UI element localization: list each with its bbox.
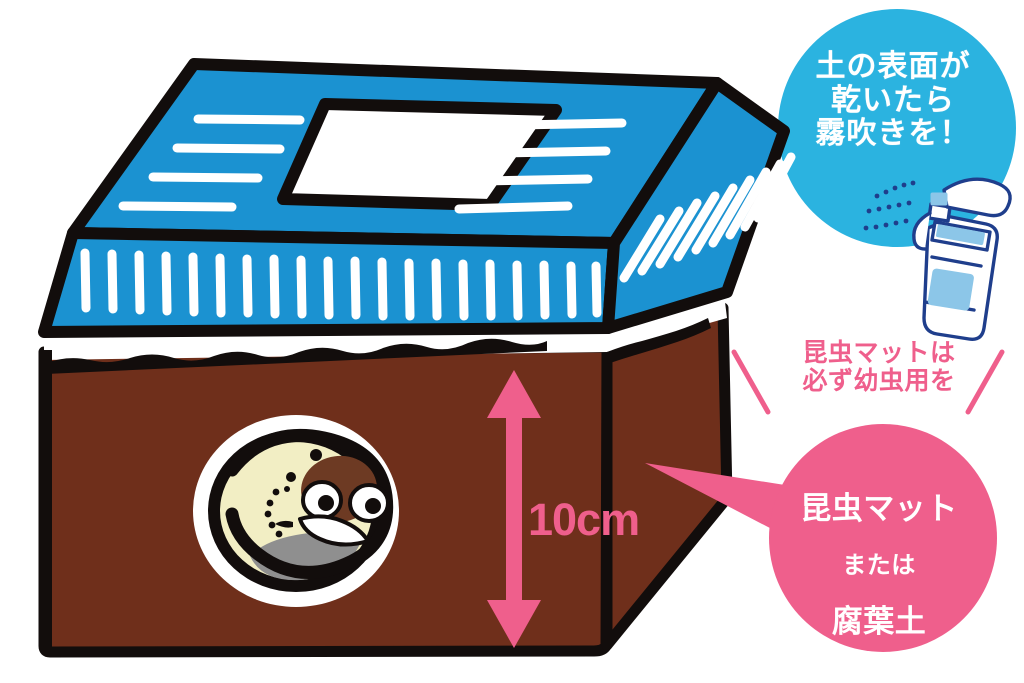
blue-callout-text: 土の表面が 乾いたら 霧吹きを！ [815,49,971,152]
soil-depth-arrow [487,370,541,648]
lid-front-vents [80,248,602,321]
lid-top-vents-left [118,114,305,212]
soil-surface-line-right [607,318,711,364]
pink-callout-line1: 昆虫マット [800,490,958,527]
lid-top-vents-right [454,118,627,214]
pink-lead-text: 昆虫マットは 必ず幼虫用を [802,338,956,395]
spray-mist-icon [863,180,916,231]
pink-callout-line3: 腐葉土 [831,603,927,640]
pink-callout-circle [769,424,997,652]
pink-callout-text: 昆虫マット または 腐葉土 [760,466,998,665]
pink-lead-slashes [731,349,1005,415]
viewing-window [193,415,399,607]
larva-pupil-left [318,495,334,511]
larva-mandible [275,520,293,528]
spray-bottle-accents [927,192,985,311]
larva-mouth [298,514,370,547]
pink-callout-line2: または [842,551,916,580]
soil-depth-label: 10cm [528,494,640,545]
soil-surface-line [46,338,547,374]
larva-crumbs [264,449,322,538]
larva-pupil-right [365,498,381,514]
case-left-edge [40,350,52,650]
ventilated-lid [38,58,796,338]
lid-right-vents [619,152,796,283]
larva-body-outline [225,428,394,579]
